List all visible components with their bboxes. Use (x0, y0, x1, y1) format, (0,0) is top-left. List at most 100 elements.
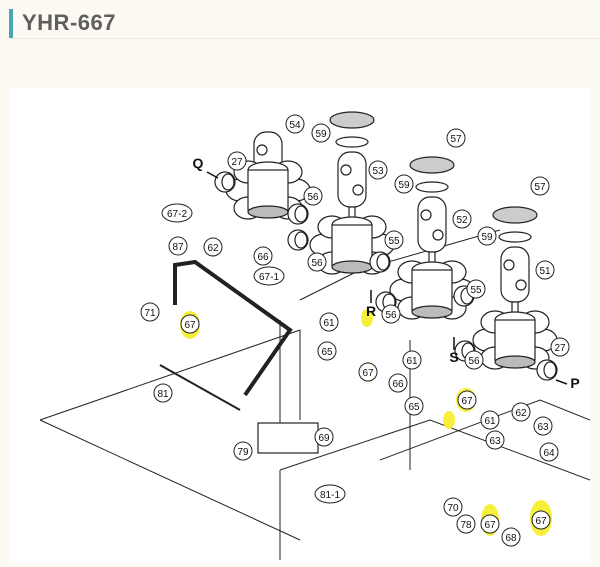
callout-circle (501, 527, 521, 547)
callout-label: 63 (537, 422, 549, 433)
direction-arrow-icon (555, 379, 568, 385)
callout-circle (533, 416, 553, 436)
callout-67: 67 (480, 514, 500, 534)
callout-label: 67 (461, 396, 473, 407)
callout-56: 56 (464, 350, 484, 370)
callout-label: 71 (144, 308, 156, 319)
roller-assembly (309, 111, 395, 275)
callout-circle (168, 236, 188, 256)
callout-53: 53 (368, 160, 388, 180)
callout-51: 51 (535, 260, 555, 280)
direction-arrow-icon (206, 171, 219, 179)
callout-label: 68 (505, 533, 517, 544)
callout-63: 63 (485, 430, 505, 450)
callout-67: 67 (457, 390, 477, 410)
direction-label-Q: Q (193, 155, 204, 171)
callout-68: 68 (501, 527, 521, 547)
callout-label: 63 (489, 436, 501, 447)
callout-circle (464, 350, 484, 370)
callout-66: 66 (253, 246, 273, 266)
callout-54: 54 (285, 114, 305, 134)
callout-circle (381, 304, 401, 324)
callout-circle (233, 441, 253, 461)
callout-27: 27 (227, 151, 247, 171)
callout-label: 67 (184, 320, 196, 331)
callout-61: 61 (480, 410, 500, 430)
callout-67-2: 67-2 (161, 203, 193, 223)
callout-circle (253, 266, 285, 286)
lever-87 (173, 259, 293, 397)
callout-label: 56 (468, 356, 480, 367)
callout-59: 59 (477, 226, 497, 246)
callout-circle (457, 390, 477, 410)
callout-circle (485, 430, 505, 450)
callout-circle (480, 410, 500, 430)
callout-62: 62 (511, 402, 531, 422)
callout-circle (153, 383, 173, 403)
callout-circle (550, 337, 570, 357)
callout-79: 79 (233, 441, 253, 461)
callout-circle (511, 402, 531, 422)
callout-56: 56 (307, 252, 327, 272)
callout-label: 56 (385, 310, 397, 321)
callout-61: 61 (319, 312, 339, 332)
highlight-marker (361, 309, 373, 327)
callout-55: 55 (384, 230, 404, 250)
callout-27: 27 (550, 337, 570, 357)
callout-label: 59 (481, 232, 493, 243)
callout-71: 71 (140, 302, 160, 322)
callout-circle (303, 186, 323, 206)
callout-label: 56 (311, 258, 323, 269)
callout-label: 87 (172, 242, 184, 253)
callout-label: 64 (543, 448, 555, 459)
callout-label: 70 (447, 503, 459, 514)
page-title: YHR-667 (22, 10, 116, 35)
callout-57: 57 (446, 128, 466, 148)
callout-circle (180, 314, 200, 334)
callout-label: 54 (289, 120, 301, 131)
callout-circle (319, 312, 339, 332)
callout-circle (317, 341, 337, 361)
callout-label: 66 (257, 252, 269, 263)
callout-59: 59 (311, 123, 331, 143)
roller-assembly (389, 156, 475, 320)
callout-label: 55 (388, 236, 400, 247)
callout-label: 62 (515, 408, 527, 419)
callout-67: 67 (531, 510, 551, 530)
callout-87: 87 (168, 236, 188, 256)
callout-circle (404, 396, 424, 416)
callout-label: 81 (157, 389, 169, 400)
callout-67: 67 (180, 314, 200, 334)
callout-circle (443, 497, 463, 517)
roller-assembly (472, 206, 558, 370)
callout-label: 53 (372, 166, 384, 177)
callout-circle (388, 373, 408, 393)
callout-65: 65 (317, 341, 337, 361)
callout-circle (446, 128, 466, 148)
callout-circle (307, 252, 327, 272)
callout-label: 79 (237, 447, 249, 458)
callout-label: 61 (406, 356, 418, 367)
callout-label: 78 (460, 520, 472, 531)
direction-label-S: S (449, 349, 458, 365)
callout-circle (161, 203, 193, 223)
callout-55: 55 (466, 279, 486, 299)
callout-label: 65 (408, 402, 420, 413)
callout-label: 27 (231, 157, 243, 168)
callout-circle (358, 362, 378, 382)
callout-circle (314, 427, 334, 447)
rod-81 (159, 364, 241, 411)
callout-label: 52 (456, 215, 468, 226)
callout-circle (227, 151, 247, 171)
callout-62: 62 (203, 237, 223, 257)
callout-label: 59 (398, 180, 410, 191)
callout-81-1: 81-1 (314, 484, 346, 504)
highlight-marker (443, 411, 455, 429)
callout-69: 69 (314, 427, 334, 447)
callout-65: 65 (404, 396, 424, 416)
direction-label-P: P (570, 375, 579, 391)
page-header: YHR-667 (9, 8, 600, 39)
callout-circle (311, 123, 331, 143)
callout-circle (466, 279, 486, 299)
